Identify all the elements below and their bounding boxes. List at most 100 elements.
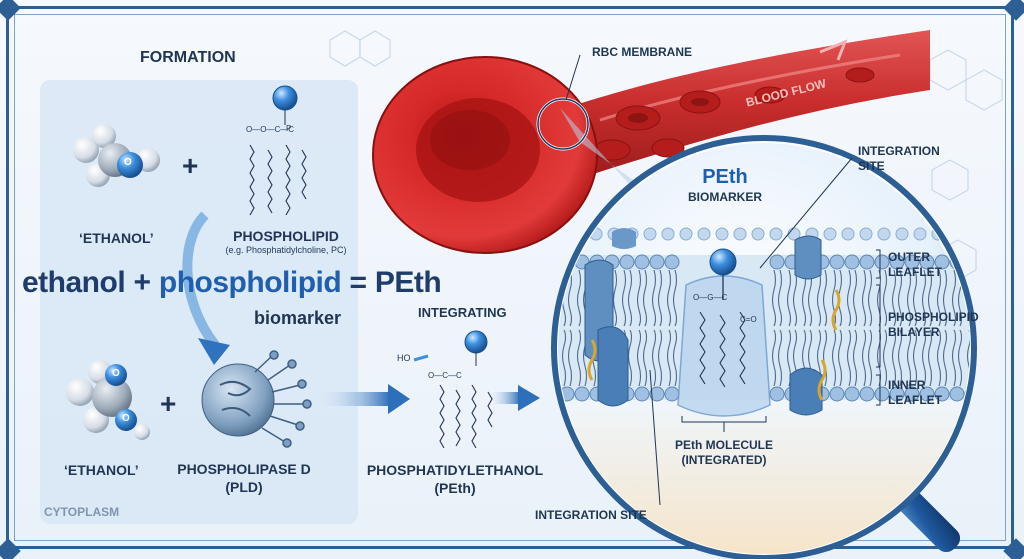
peth-molecule-structure: O—C—C	[413, 330, 493, 449]
lipid-head-outer	[980, 255, 994, 269]
phospholipase-d-enzyme	[201, 350, 312, 448]
lipid-head-outer	[769, 254, 785, 270]
peth-molecule-integrated	[677, 275, 771, 417]
ethanol-molecule-top	[73, 124, 160, 187]
plus-sign-top: +	[182, 150, 199, 181]
lipid-tail	[951, 329, 957, 387]
lipid-head-outer	[874, 254, 890, 270]
lipid-tail	[621, 269, 627, 327]
lipid-head-outer	[829, 254, 845, 270]
lipid-tail	[576, 329, 582, 387]
lipid-tail	[861, 329, 867, 387]
integration-site-bottom: INTEGRATION SITE	[535, 508, 647, 522]
lipid-head-inner	[934, 386, 950, 402]
lipid-head-inner	[829, 386, 845, 402]
oxygen-atom-label-top: O	[124, 157, 132, 168]
equation-equals: =	[349, 266, 368, 299]
lipid-tail	[576, 269, 582, 327]
lipid-tail	[989, 330, 992, 386]
arrow-to-peth-head	[388, 384, 410, 414]
lipid-tail	[861, 269, 867, 327]
lipid-tail	[786, 269, 792, 327]
lipid-tail	[777, 329, 783, 387]
peth-oxygen-integrated: C=O	[740, 315, 757, 324]
blood-flow-arrow	[819, 39, 848, 61]
lipid-head-inner	[859, 386, 875, 402]
arrow-to-membrane-shaft	[490, 392, 520, 404]
equation-biomarker: biomarker	[254, 308, 342, 328]
lipid-tail	[912, 329, 918, 387]
lipid-tail	[891, 269, 897, 327]
reaction-curve-arrowhead	[198, 338, 230, 365]
small-rbc-cells	[593, 67, 875, 161]
oxygen-atom-label-bottom-2: O	[122, 413, 130, 424]
lipid-head-outer	[844, 254, 860, 270]
lipid-head-inner	[874, 386, 890, 402]
phospholipid-example: (e.g. Phosphatidylcholine, PC)	[225, 245, 347, 255]
lipid-head-back	[751, 227, 765, 241]
peth-head-ball	[709, 248, 737, 276]
lipid-tail	[906, 269, 912, 327]
lipid-head-outer	[664, 254, 680, 270]
lipid-tail	[989, 270, 992, 326]
lipid-tail	[921, 329, 927, 387]
integrating-label: INTEGRATING	[418, 305, 507, 320]
lipid-tail	[951, 269, 957, 327]
peth-zoom-biomarker: BIOMARKER	[688, 190, 762, 204]
lipid-head-back	[679, 227, 693, 241]
lipid-tail	[666, 329, 672, 387]
equation-line: ethanol + phospholipid = PEth	[22, 266, 442, 300]
lipid-tail	[801, 269, 807, 327]
lipid-tail	[867, 269, 873, 327]
lipid-tail	[672, 329, 678, 387]
equation-ethanol: ethanol	[22, 266, 126, 299]
peth-name-line2: (PEth)	[434, 480, 476, 496]
integration-site-top-line1: INTEGRATION	[858, 144, 940, 158]
outer-leaflet-line2: LEAFLET	[888, 265, 942, 279]
svg-text:O—C—C: O—C—C	[428, 371, 462, 380]
equation-phospholipid: phospholipid	[158, 266, 342, 299]
lipid-head-back	[823, 227, 837, 241]
lipid-tail	[822, 269, 828, 327]
lipid-head-inner	[574, 386, 590, 402]
reaction-curve-arrow	[182, 211, 219, 349]
outer-leaflet-line1: OUTER	[888, 250, 930, 264]
pld-label-line1: PHOSPHOLIPASE D	[177, 461, 311, 477]
lipid-tail	[771, 269, 777, 327]
inner-frame	[14, 14, 1006, 541]
lipid-tail	[837, 329, 843, 387]
ethanol-label-top: ‘ETHANOL’	[79, 230, 154, 246]
lipid-tail	[548, 330, 551, 386]
lipid-tail	[831, 329, 837, 387]
lipid-tail	[966, 329, 970, 387]
lipid-tail	[657, 329, 663, 387]
bilayer-line2: BILAYER	[888, 325, 940, 339]
lipid-tail	[983, 330, 986, 386]
callout-lines	[565, 54, 881, 506]
pld-label-line2: (PLD)	[225, 479, 263, 495]
equation-peth: PEth	[374, 266, 442, 299]
arrow-to-peth-shaft	[320, 392, 390, 406]
lipid-tail	[927, 269, 933, 327]
lipid-tail	[548, 270, 551, 326]
lipid-head-outer	[919, 254, 935, 270]
lipid-tail	[816, 269, 822, 327]
lipid-head-inner	[980, 387, 994, 401]
inner-leaflet-line1: INNER	[888, 378, 926, 392]
lipid-tail	[867, 329, 873, 387]
lipid-head-back	[643, 227, 657, 241]
lipid-tail	[651, 329, 657, 387]
lipid-tail	[642, 329, 648, 387]
lipid-head-back	[661, 227, 675, 241]
lipid-head-back	[949, 227, 963, 241]
inner-leaflet-line2: LEAFLET	[888, 393, 942, 407]
lipid-tail	[627, 269, 633, 327]
zoom-circle-inner	[537, 98, 589, 150]
peth-molecule-label-line2: (INTEGRATED)	[681, 453, 767, 467]
lipid-head-inner	[889, 386, 905, 402]
lipid-tail	[567, 329, 573, 387]
lipid-tail	[852, 269, 858, 327]
lipid-tail	[942, 269, 948, 327]
lipid-head-outer	[904, 254, 920, 270]
